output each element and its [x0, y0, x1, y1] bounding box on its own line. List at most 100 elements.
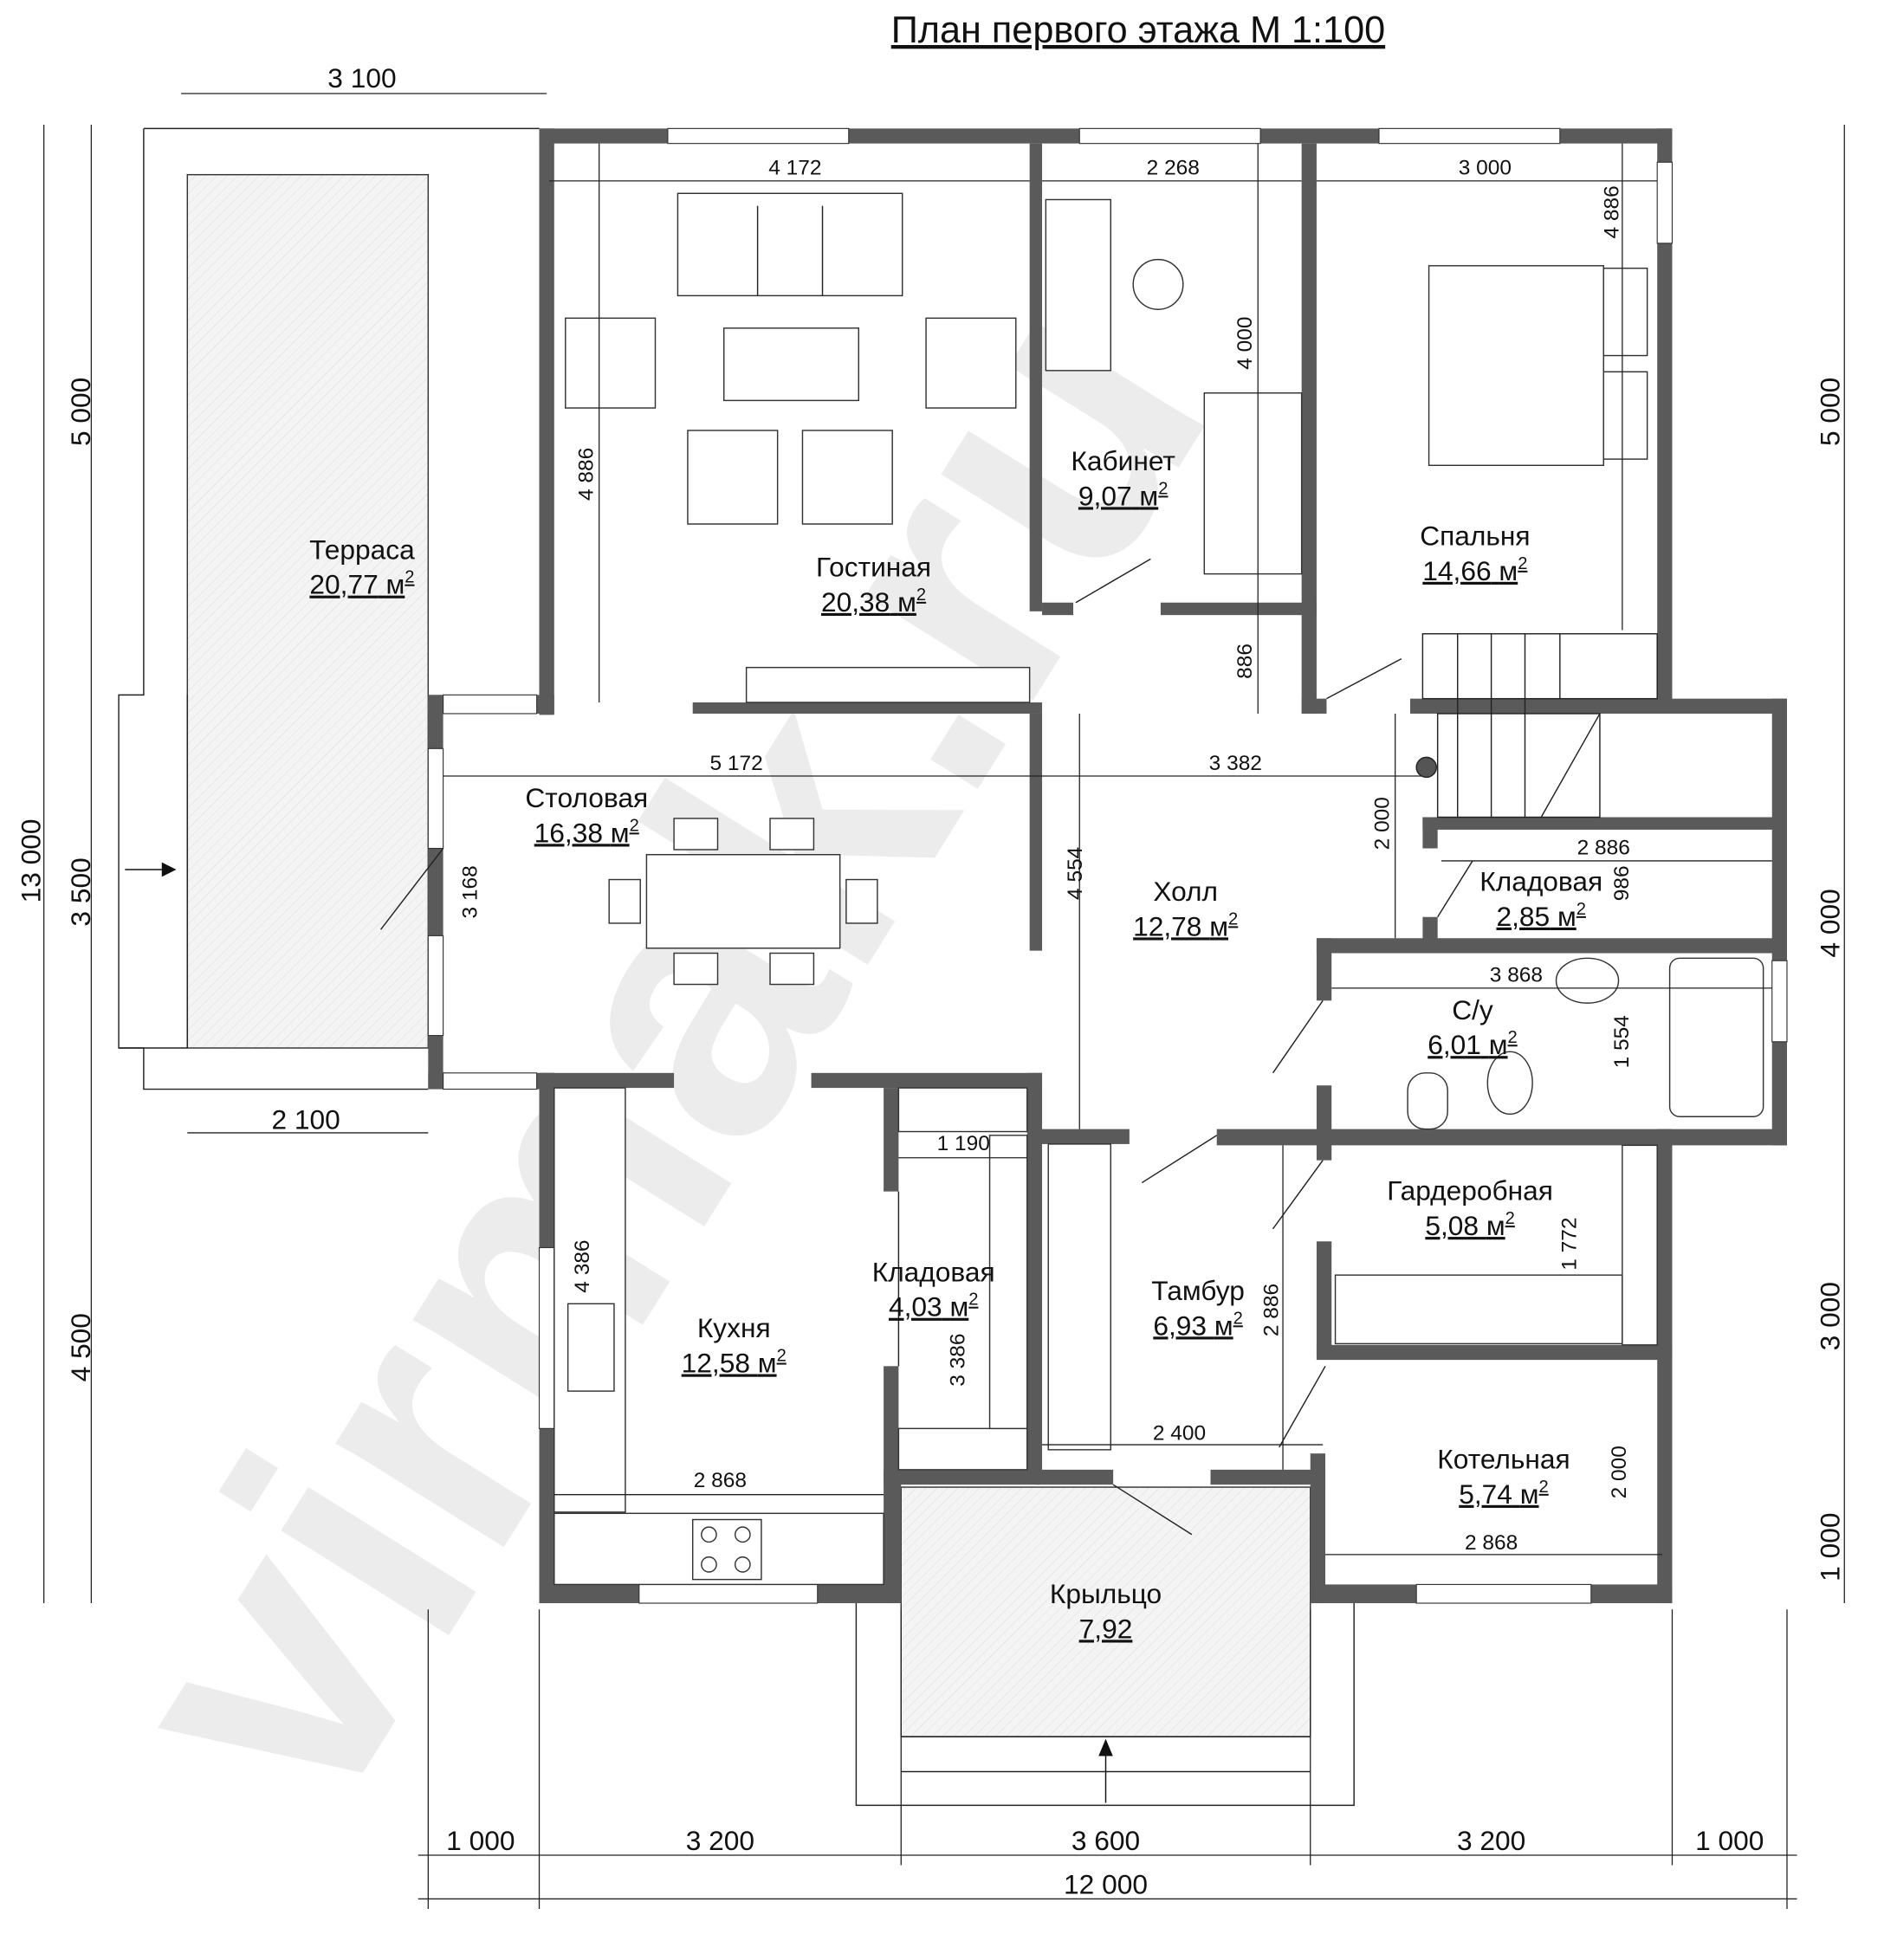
svg-text:16,38 м2: 16,38 м2	[534, 816, 639, 848]
toilet	[1486, 1051, 1533, 1116]
dimension-label: 4 000	[1815, 889, 1846, 957]
svg-text:7,92: 7,92	[1079, 1613, 1133, 1644]
dimension-label: 3 600	[1072, 1825, 1140, 1856]
tv-stand	[745, 666, 1031, 703]
svg-text:14,66 м2: 14,66 м2	[1422, 554, 1527, 586]
svg-text:Крыльцо: Крыльцо	[1050, 1578, 1162, 1609]
entry-arrow-icon	[125, 862, 177, 877]
bed	[1428, 265, 1604, 467]
dimension-label: 1 000	[1695, 1825, 1764, 1856]
dimension-label: 3 000	[1815, 1282, 1846, 1350]
dimension-label: 886	[1233, 644, 1257, 679]
dimension-label: 5 000	[65, 378, 96, 446]
dimension-label: 3 868	[1490, 964, 1543, 987]
dimension-lines	[43, 93, 1845, 1909]
coffee-table	[722, 327, 860, 402]
svg-text:Столовая: Столовая	[525, 782, 648, 813]
dimension-label: 1 000	[446, 1825, 515, 1856]
sofa	[1203, 392, 1303, 575]
dimension-label: 3 382	[1209, 752, 1262, 775]
entry-arrow-icon	[1098, 1738, 1113, 1803]
dimension-label: 2 886	[1577, 837, 1630, 860]
svg-text:5,74 м2: 5,74 м2	[1459, 1478, 1549, 1510]
staircase	[1415, 633, 1658, 818]
plan-title: План первого этажа М 1:100	[891, 10, 1385, 51]
terrace	[118, 127, 540, 1090]
svg-text:4,03 м2: 4,03 м2	[889, 1290, 979, 1323]
bidet	[1407, 1072, 1448, 1130]
desk	[1045, 198, 1111, 372]
dimension-label: 5 172	[710, 752, 763, 775]
dimension-label: 2 886	[1259, 1284, 1283, 1336]
hob	[691, 1518, 762, 1581]
furniture	[554, 192, 1764, 1586]
dimension-label: 986	[1610, 865, 1634, 901]
dimension-label: 4 886	[1601, 185, 1624, 238]
room-bathroom: С/у6,01 м2	[1428, 994, 1518, 1060]
dimension-label: 2 000	[1608, 1446, 1631, 1498]
office-chair	[1132, 258, 1184, 310]
dimension-label: 3 386	[947, 1334, 970, 1387]
dimension-label: 2 400	[1153, 1421, 1206, 1445]
dimension-label: 12 000	[1064, 1869, 1148, 1900]
windows	[427, 127, 1788, 1604]
svg-text:Тамбур: Тамбур	[1151, 1275, 1245, 1306]
dimension-label: 1 000	[1815, 1513, 1846, 1582]
doors	[380, 558, 1473, 1536]
svg-text:Гардеробная: Гардеробная	[1387, 1175, 1553, 1206]
dimension-label: 4 500	[65, 1313, 96, 1381]
svg-text:9,07 м2: 9,07 м2	[1078, 479, 1169, 511]
bathtub	[1668, 957, 1764, 1117]
dimension-label: 2 268	[1147, 157, 1200, 180]
sofa	[677, 192, 903, 297]
porch	[855, 1486, 1355, 1807]
dimension-label: 3 200	[686, 1825, 754, 1856]
dimension-label: 5 000	[1815, 378, 1846, 446]
svg-text:Котельная: Котельная	[1437, 1443, 1570, 1474]
armchair	[565, 317, 657, 409]
dimension-label: 1 772	[1558, 1218, 1582, 1271]
room-boiler: Котельная 5,74 м2	[1437, 1443, 1570, 1509]
room-porch: Крыльцо 7,92	[1050, 1578, 1162, 1644]
svg-text:С/у: С/у	[1452, 994, 1493, 1025]
dimension-label: 4 172	[768, 157, 821, 180]
svg-text:Кабинет: Кабинет	[1071, 445, 1175, 476]
dimension-label: 4 554	[1064, 847, 1087, 900]
dimension-label: 3 500	[65, 857, 96, 926]
dimension-label: 2 868	[694, 1469, 747, 1492]
dimension-label: 4 386	[571, 1239, 594, 1292]
dimension-label: 2 100	[272, 1104, 340, 1135]
dimension-label: 3 168	[458, 865, 482, 918]
svg-text:6,93 м2: 6,93 м2	[1153, 1309, 1243, 1341]
dimension-label: 2 868	[1465, 1531, 1518, 1555]
dimension-label: 2 000	[1370, 797, 1394, 850]
dimension-label: 3 200	[1457, 1825, 1525, 1856]
dimension-labels: 3 100 4 172 2 268 3 000 4 886 4 000 4 88…	[15, 62, 1845, 1900]
armchair	[687, 430, 779, 525]
dimension-label: 3 000	[1459, 157, 1512, 180]
svg-text:Спальня: Спальня	[1420, 520, 1530, 551]
dimension-label: 1 190	[937, 1132, 990, 1155]
washbasin	[1555, 957, 1620, 1004]
armchair	[925, 317, 1017, 409]
svg-text:Гостиная: Гостиная	[816, 552, 931, 583]
svg-text:12,78 м2: 12,78 м2	[1133, 909, 1238, 941]
svg-text:20,77 м2: 20,77 м2	[309, 568, 414, 600]
dining-table	[645, 854, 841, 949]
svg-text:Кухня: Кухня	[697, 1312, 771, 1343]
svg-text:Кладовая: Кладовая	[872, 1256, 995, 1287]
dimension-label: 4 000	[1233, 317, 1257, 370]
dimension-label: 1 554	[1610, 1015, 1634, 1068]
svg-text:Терраса: Терраса	[309, 534, 415, 565]
